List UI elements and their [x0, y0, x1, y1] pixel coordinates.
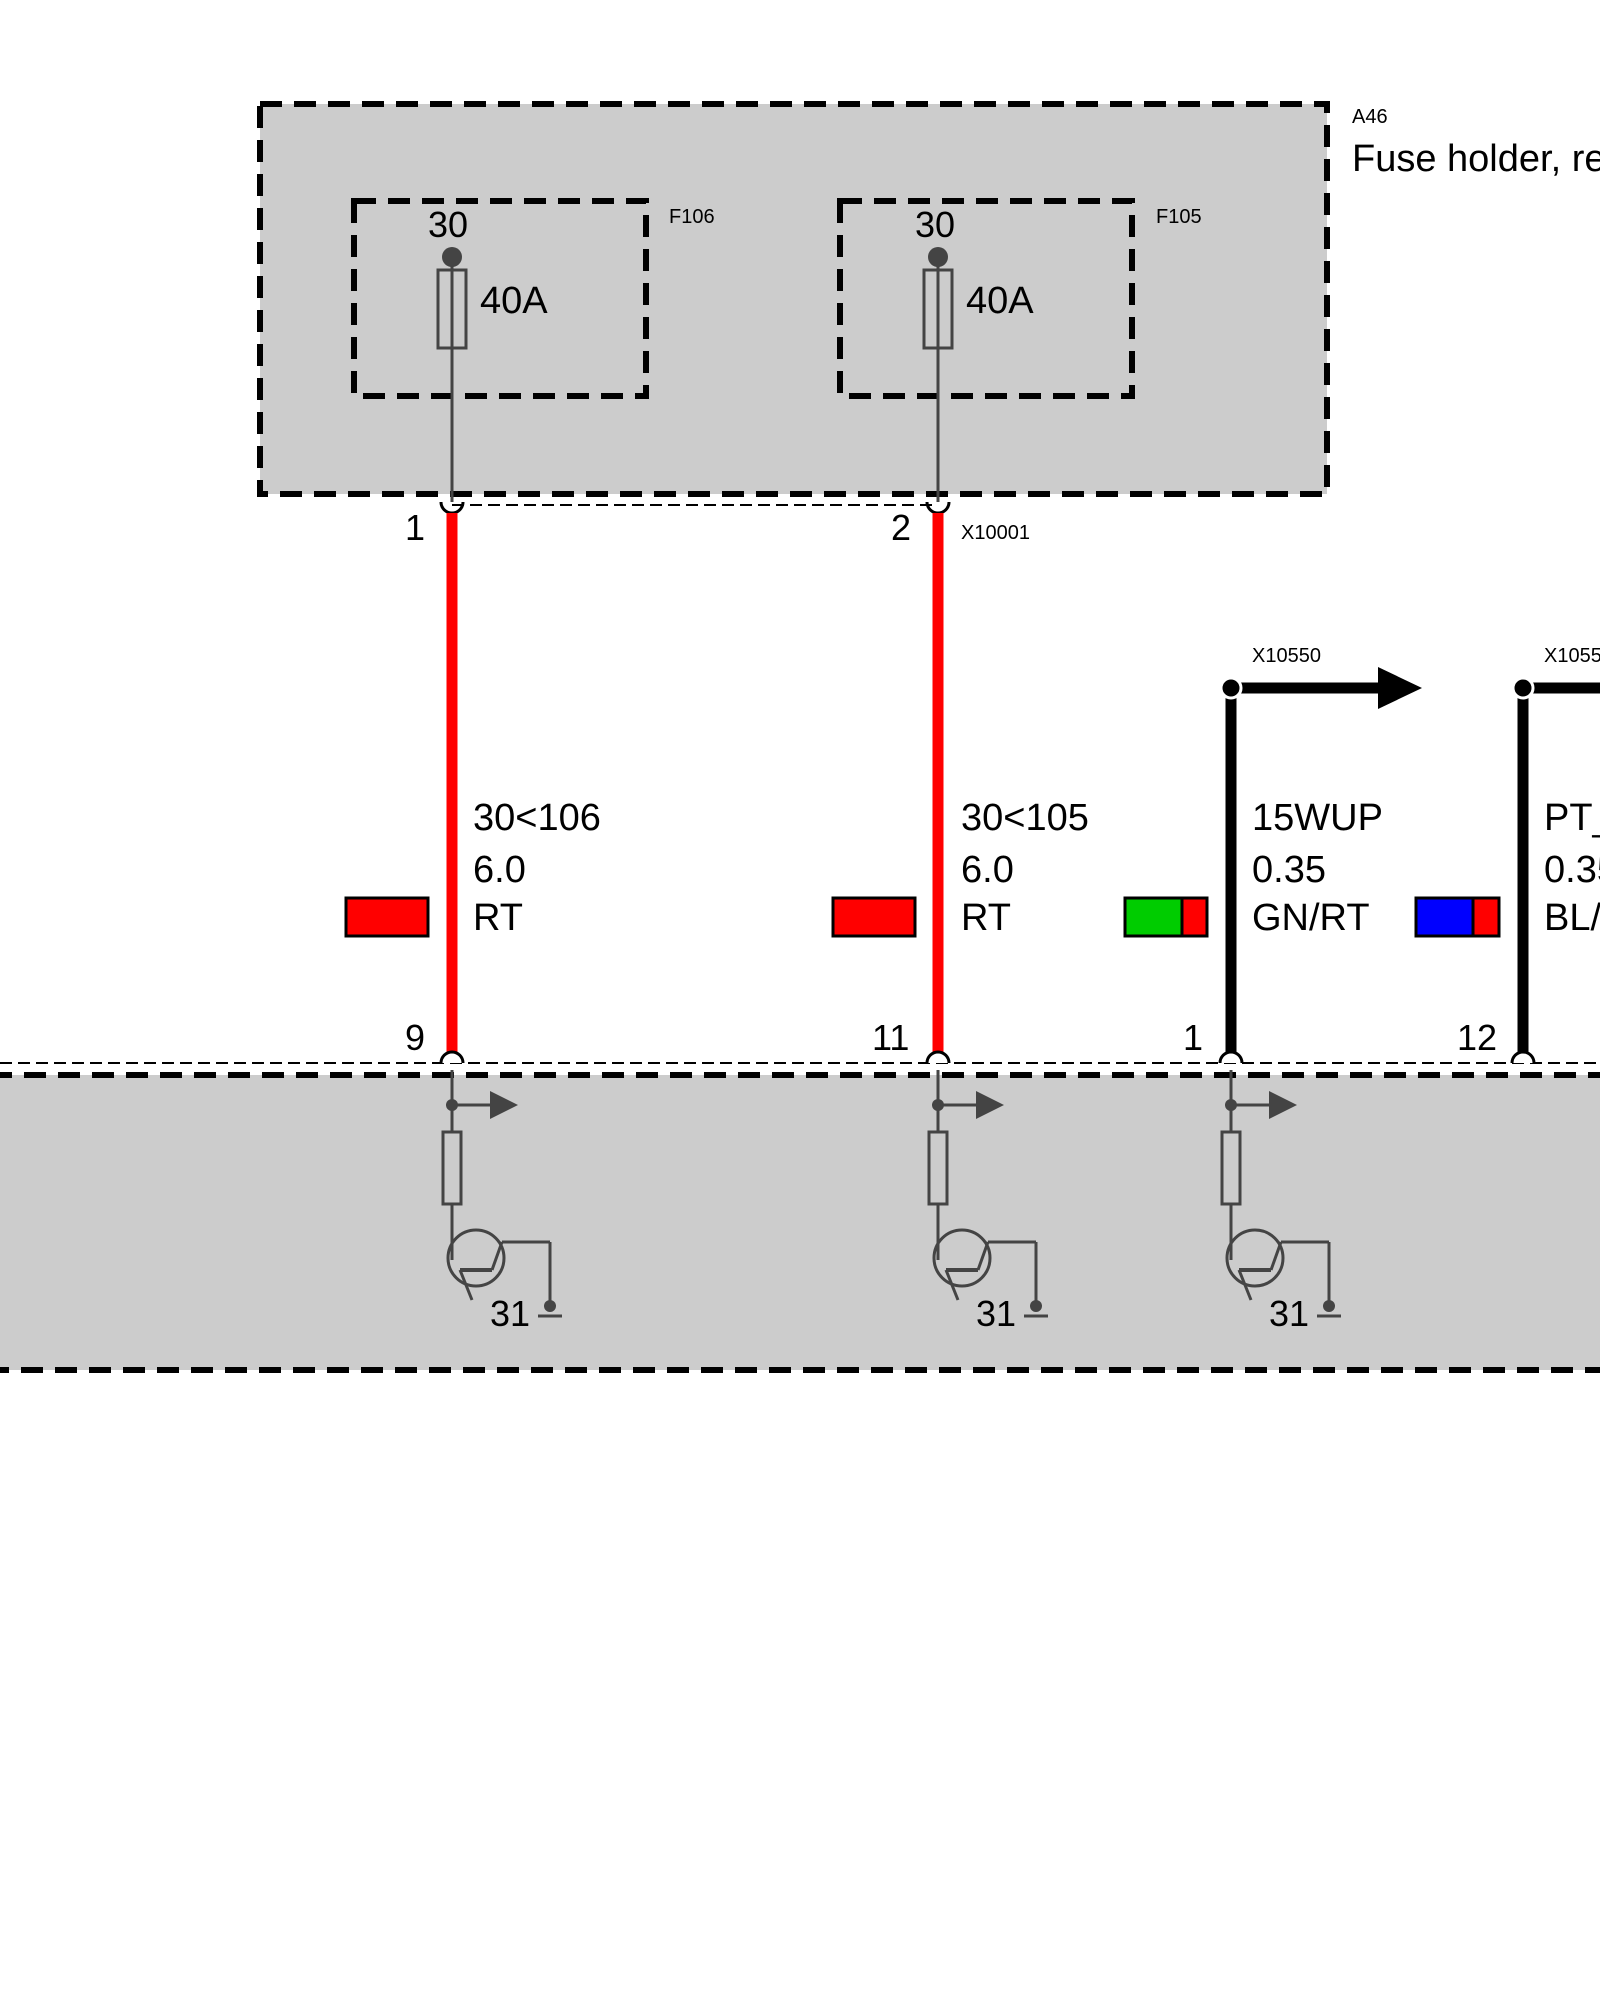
wire-pt-color-code: BL/: [1544, 897, 1600, 939]
fuse-f105-rating: 40A: [966, 280, 1034, 322]
driver-2-arrow-icon: [976, 1091, 1004, 1119]
driver-1-ground-terminal: 31: [490, 1293, 530, 1334]
driver-1-collector-lead: [458, 1269, 474, 1301]
wire-30-105-size: 6.0: [961, 849, 1014, 891]
wire-15wup: X10550 15WUP 0.35 GN/RT 1: [1123, 645, 1422, 1064]
driver-2-transistor-icon: [932, 1228, 992, 1288]
wire-30-106-size: 6.0: [473, 849, 526, 891]
fuse-f105-box: [837, 198, 1135, 399]
driver-stages: 31 31 31: [441, 1070, 1341, 1334]
wire-15wup-splice-dot: [1219, 676, 1243, 700]
driver-3-ground-dot: [1323, 1300, 1335, 1312]
connector-x10001-pin-1-label: 1: [405, 507, 425, 548]
wire-30-106: 30<106 6.0 RT 9: [344, 513, 601, 1064]
wire-30-106-color-code: RT: [473, 897, 523, 939]
wire-30-105: 30<105 6.0 RT 11: [831, 513, 1089, 1064]
wire-pt-swatch-base: [1414, 896, 1475, 938]
driver-2-collector-lead: [944, 1269, 960, 1301]
connector-x10001-pin-1: [439, 501, 465, 515]
fuse-f106-terminal: 30: [428, 204, 468, 245]
wire-pt-connector: X1055: [1544, 645, 1600, 667]
driver-1-arrow-icon: [490, 1091, 518, 1119]
fuse-f106-rating: 40A: [480, 280, 548, 322]
connector-x10001-pin-2: [925, 501, 951, 515]
fuse-f105-id: F105: [1156, 206, 1202, 228]
wire-15wup-swatch-base: [1123, 896, 1184, 938]
fuse-holder-box: [257, 101, 1330, 497]
fuse-holder-id: A46: [1352, 106, 1388, 128]
wire-15wup-color-swatch: [1123, 896, 1209, 938]
wire-pt-circuit: PT_: [1544, 797, 1600, 839]
fuse-holder-title: Fuse holder, re: [1352, 138, 1600, 180]
driver-3-transistor-emitter: [1269, 1241, 1283, 1271]
wire-30-105-circuit: 30<105: [961, 797, 1089, 839]
driver-2-ground-terminal: 31: [976, 1293, 1016, 1334]
control-unit-box: [0, 1072, 1600, 1373]
wire-15wup-size: 0.35: [1252, 849, 1326, 891]
driver-3-arrow-icon: [1269, 1091, 1297, 1119]
wire-15wup-circuit: 15WUP: [1252, 797, 1383, 839]
driver-3-ground-terminal: 31: [1269, 1293, 1309, 1334]
driver-3-collector-lead: [1237, 1269, 1253, 1301]
fuse-holder: A46 Fuse holder, re F106 30 40A F105 30 …: [257, 101, 1600, 548]
driver-2-ground-dot: [1030, 1300, 1042, 1312]
wire-pt-size: 0.35: [1544, 849, 1600, 891]
fuse-f106-box: [351, 198, 649, 399]
wire-30-106-circuit: 30<106: [473, 797, 601, 839]
wire-15wup-pin-marker: [1218, 1050, 1244, 1064]
wire-30-105-color-swatch: [831, 896, 917, 938]
wire-30-105-pin-marker: [925, 1050, 951, 1064]
wire-30-105-bottom-pin: 11: [872, 1017, 909, 1058]
driver-1-transistor-icon: [446, 1228, 506, 1288]
wire-15wup-bottom-pin: 1: [1183, 1017, 1203, 1058]
wire-pt-bottom-pin: 12: [1457, 1017, 1497, 1058]
fuse-f106-id: F106: [669, 206, 715, 228]
wire-30-106-color-swatch: [344, 896, 430, 938]
fuse-f106: F106 30 40A: [351, 198, 715, 502]
wire-pt-pin-marker: [1510, 1050, 1536, 1064]
connector-x10001-pin-2-label: 2: [891, 507, 911, 548]
driver-1-ground-dot: [544, 1300, 556, 1312]
connector-x10001-id: X10001: [961, 522, 1030, 544]
wire-15wup-swatch-stripe: [1180, 896, 1209, 938]
wire-30-106-pin-marker: [439, 1050, 465, 1064]
wire-15wup-color-code: GN/RT: [1252, 897, 1370, 939]
wire-30-106-bottom-pin: 9: [405, 1017, 425, 1058]
wire-pt: X1055 PT_ 0.35 BL/ 12: [1414, 645, 1600, 1064]
wire-pt-splice-dot: [1511, 676, 1535, 700]
fuse-f105: F105 30 40A: [837, 198, 1202, 502]
wire-15wup-connector: X10550: [1252, 645, 1321, 667]
driver-2-transistor-emitter: [976, 1241, 990, 1271]
control-unit: [0, 1062, 1600, 1373]
driver-3-transistor-icon: [1225, 1228, 1285, 1288]
wire-15wup-arrow-icon: [1378, 667, 1422, 709]
wire-pt-swatch-stripe: [1471, 896, 1501, 938]
wire-pt-color-swatch: [1414, 896, 1501, 938]
wire-30-105-color-code: RT: [961, 897, 1011, 939]
driver-1-transistor-emitter: [490, 1241, 504, 1271]
fuse-f105-terminal: 30: [915, 204, 955, 245]
